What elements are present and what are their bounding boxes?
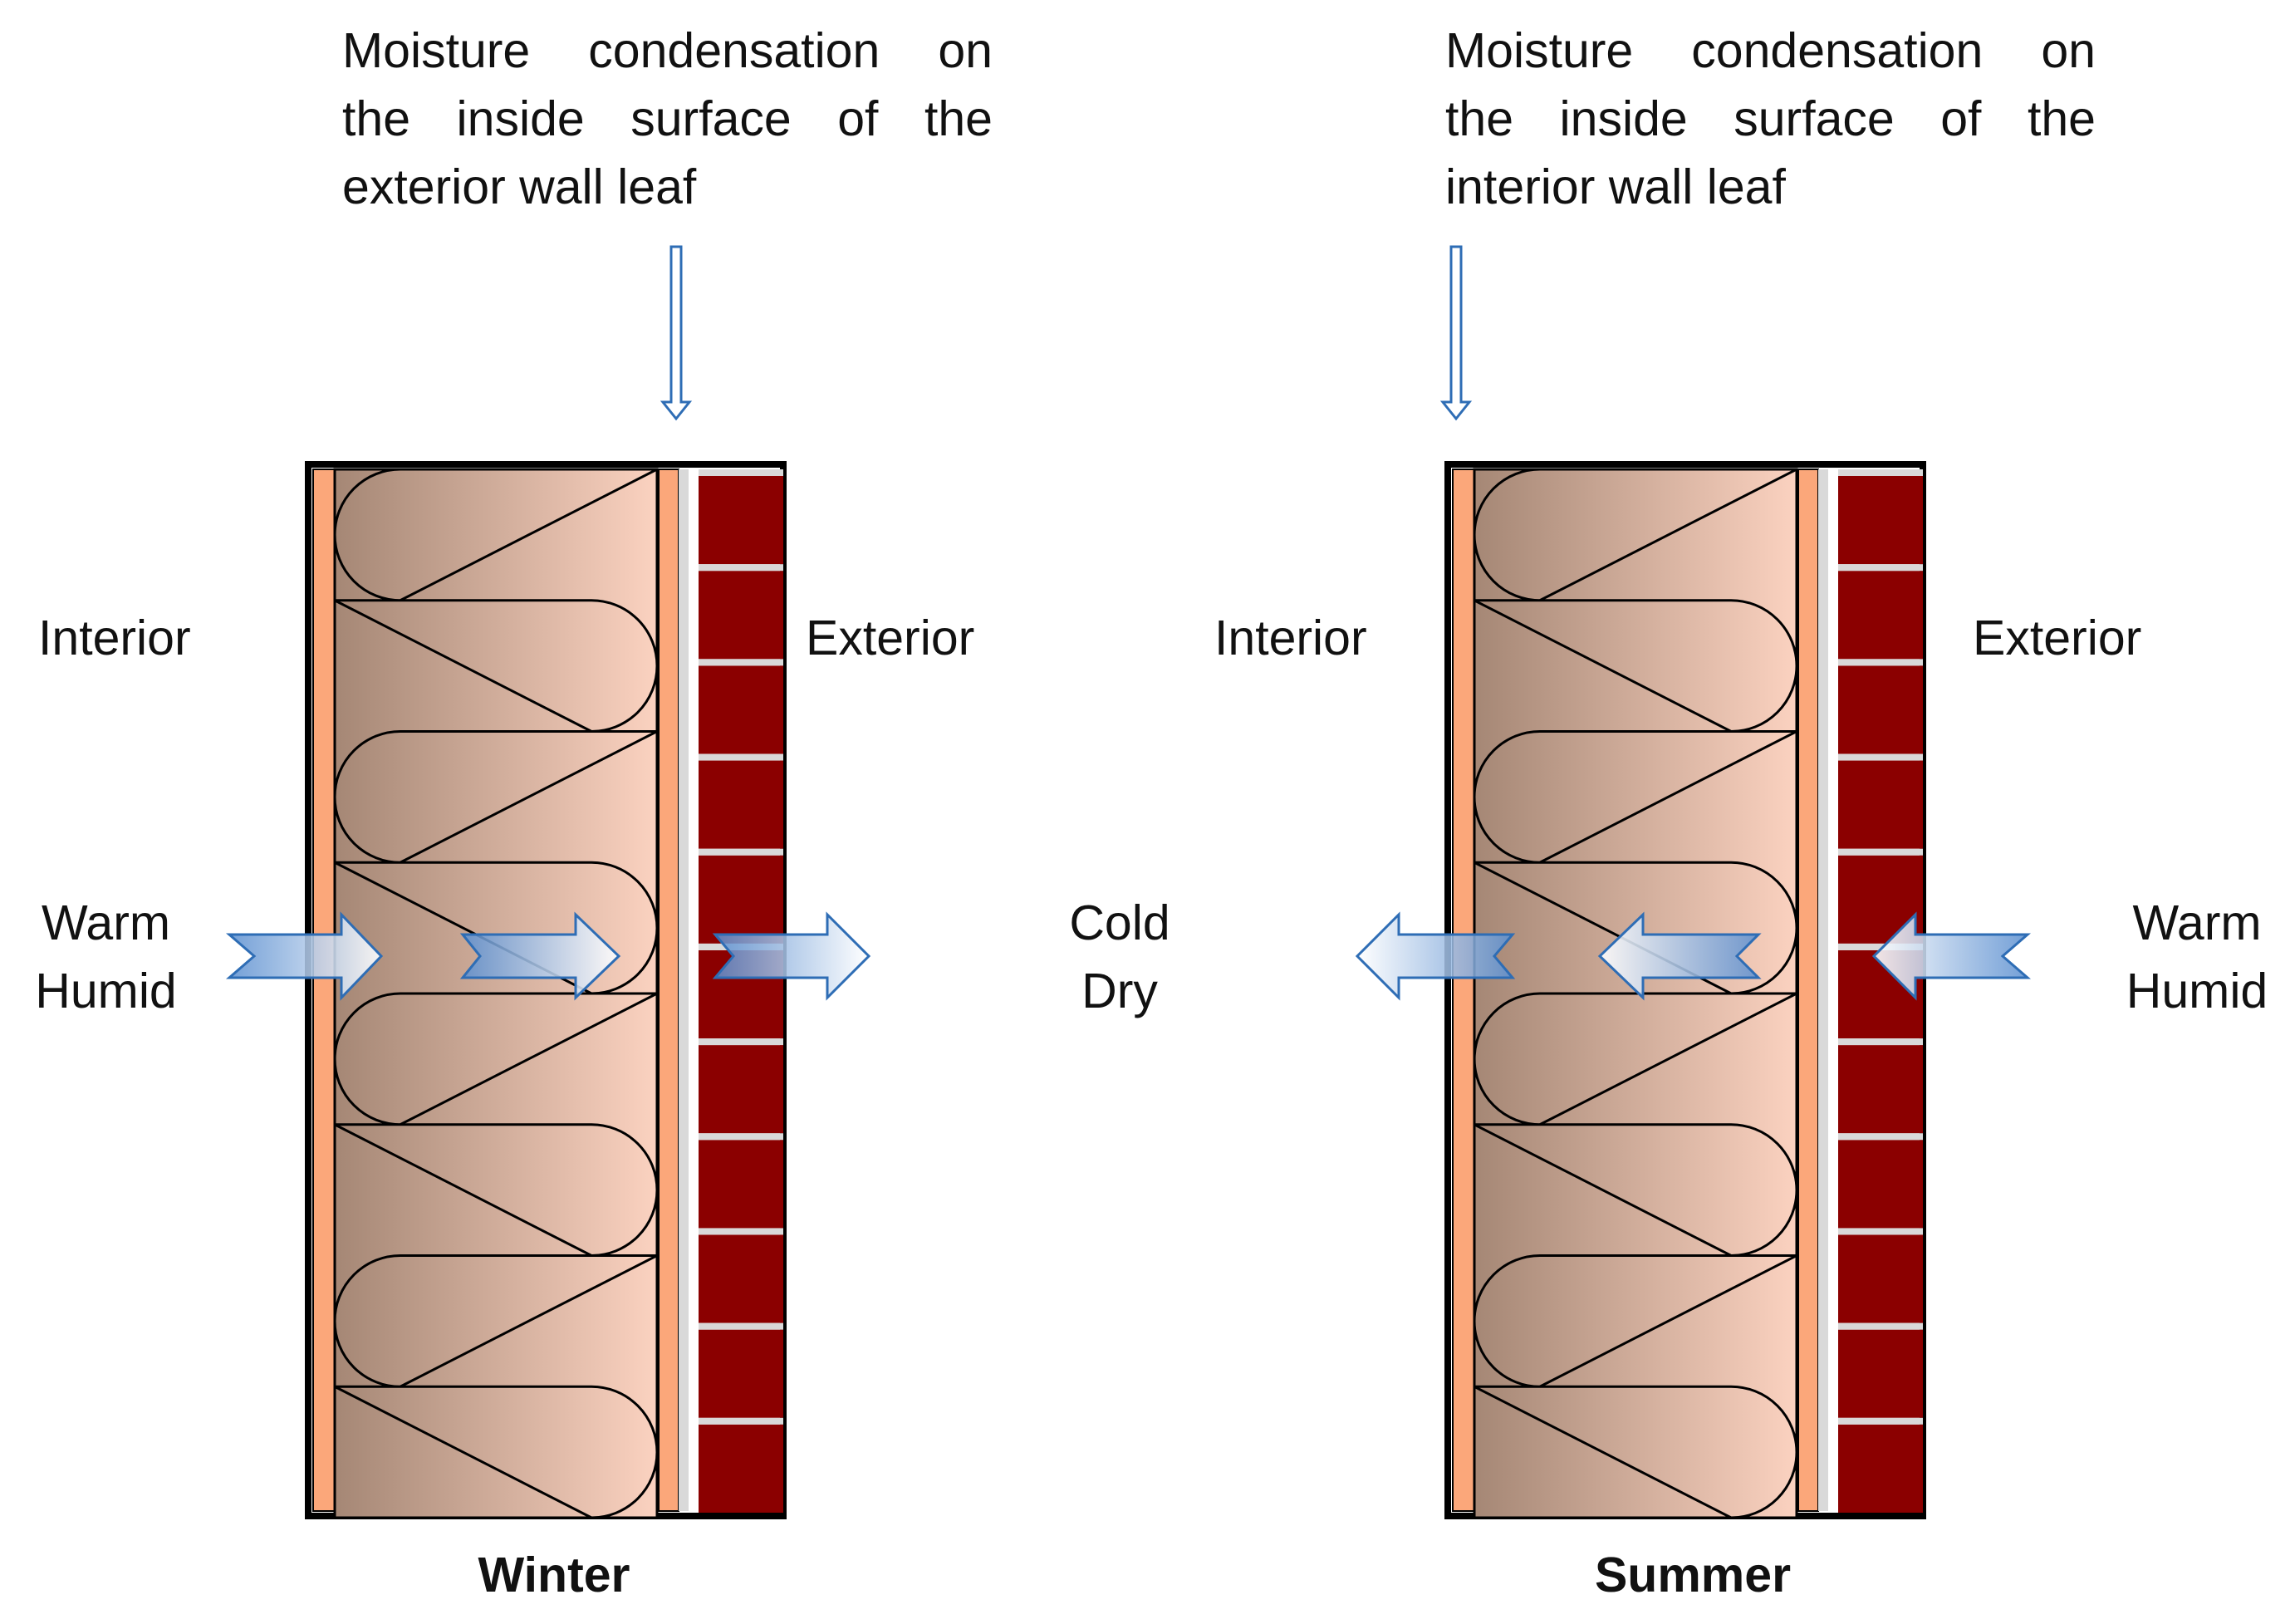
summer-condensation-note: Moisture condensation on the inside surf… [1445, 17, 2096, 221]
brick-course [1838, 571, 1923, 660]
dry-text: Dry [1081, 964, 1158, 1018]
insulation-cross-path [1474, 468, 1797, 1519]
summer-note-line-3: interior wall leaf [1445, 159, 1786, 214]
winter-note-line-1: Moisture condensation on [342, 23, 993, 78]
summer-humid-text: Humid [2126, 964, 2268, 1018]
mortar-joint [1838, 943, 1923, 950]
summer-season-label: Summer [1594, 1548, 1792, 1602]
brick-course [699, 760, 783, 849]
brick-course [1838, 665, 1923, 754]
summer-vapor-flow-arrows [1355, 911, 2032, 1001]
mortar-joint [1838, 659, 1923, 666]
summer-interior-label: Interior [1214, 611, 1367, 665]
brick-course [699, 855, 783, 944]
summer-exterior-label: Exterior [1973, 611, 2142, 665]
summer-air-gap [1818, 469, 1828, 1511]
winter-warm-text: Warm [41, 895, 171, 950]
brick-course [1838, 1329, 1923, 1418]
winter-note-line-2: the inside surface of the [342, 91, 993, 146]
cold-dry-label: Cold Dry [1037, 889, 1203, 1025]
mortar-joint [699, 1133, 783, 1141]
winter-interior-label: Interior [38, 611, 191, 665]
mortar-joint [1838, 1322, 1923, 1330]
summer-note-line-1: Moisture condensation on [1445, 23, 2096, 78]
insulation-cross-path [334, 468, 658, 1519]
summer-interior-board [1452, 469, 1475, 1512]
winter-sheathing-board [658, 469, 679, 1512]
mortar-joint [1838, 1133, 1923, 1141]
cold-text: Cold [1069, 895, 1170, 950]
summer-warm-text: Warm [2132, 895, 2262, 950]
summer-sheathing-board [1797, 469, 1819, 1512]
mortar-joint [699, 1322, 783, 1330]
mortar-joint [699, 659, 783, 666]
brick-course [699, 1045, 783, 1134]
mortar-joint [699, 564, 783, 572]
summer-condensation-pointer-arrow [1439, 245, 1473, 421]
winter-insulation-loops [333, 468, 659, 1519]
brick-course [1838, 1045, 1923, 1134]
mortar-joint [699, 1417, 783, 1425]
winter-wall-section [305, 461, 787, 1519]
winter-exterior-label: Exterior [806, 611, 975, 665]
mortar-joint [1838, 848, 1923, 856]
winter-air-gap [679, 469, 689, 1511]
brick-course [1838, 1140, 1923, 1229]
summer-flow-arrow-2 [1597, 911, 1762, 1001]
winter-warm-humid-label: Warm Humid [17, 889, 195, 1025]
brick-course [699, 571, 783, 660]
winter-flow-arrow-1 [225, 911, 384, 1001]
mortar-joint [699, 753, 783, 761]
summer-insulation-loops [1473, 468, 1798, 1519]
winter-note-line-3: exterior wall leaf [342, 159, 697, 214]
mortar-joint [1838, 1417, 1923, 1425]
summer-flow-arrow-3 [1355, 911, 1516, 1001]
brick-course [699, 1424, 783, 1513]
mortar-joint [699, 848, 783, 856]
summer-brick-leaf [1838, 469, 1923, 1513]
brick-course [699, 665, 783, 754]
summer-note-line-2: the inside surface of the [1445, 91, 2096, 146]
brick-course [1838, 1424, 1923, 1513]
summer-wall-section [1444, 461, 1926, 1519]
winter-flow-arrow-3 [712, 911, 871, 1001]
mortar-joint [699, 1228, 783, 1235]
mortar-joint [1838, 469, 1923, 476]
brick-course [1838, 476, 1923, 565]
winter-interior-board [312, 469, 336, 1512]
insulation-loop-path [333, 468, 659, 1519]
brick-course [1838, 1234, 1923, 1323]
mortar-joint [1838, 564, 1923, 572]
mortar-joint [1838, 1038, 1923, 1046]
summer-flow-arrow-1 [1871, 911, 2032, 1001]
winter-brick-leaf [699, 469, 783, 1513]
winter-condensation-pointer-arrow [660, 245, 693, 421]
winter-vapor-flow-arrows [225, 911, 871, 1001]
mortar-joint [1838, 1228, 1923, 1235]
winter-season-label: Winter [478, 1548, 630, 1602]
winter-humid-text: Humid [35, 964, 177, 1018]
mortar-joint [1838, 753, 1923, 761]
brick-course [699, 1329, 783, 1418]
summer-warm-humid-label: Warm Humid [2106, 889, 2288, 1025]
mortar-joint [699, 469, 783, 476]
winter-condensation-note: Moisture condensation on the inside surf… [342, 17, 993, 221]
brick-course [699, 476, 783, 565]
winter-flow-arrow-2 [459, 911, 621, 1001]
mortar-joint [699, 1038, 783, 1046]
brick-course [1838, 760, 1923, 849]
insulation-loop-path [1473, 468, 1798, 1519]
brick-course [699, 1234, 783, 1323]
brick-course [699, 1140, 783, 1229]
